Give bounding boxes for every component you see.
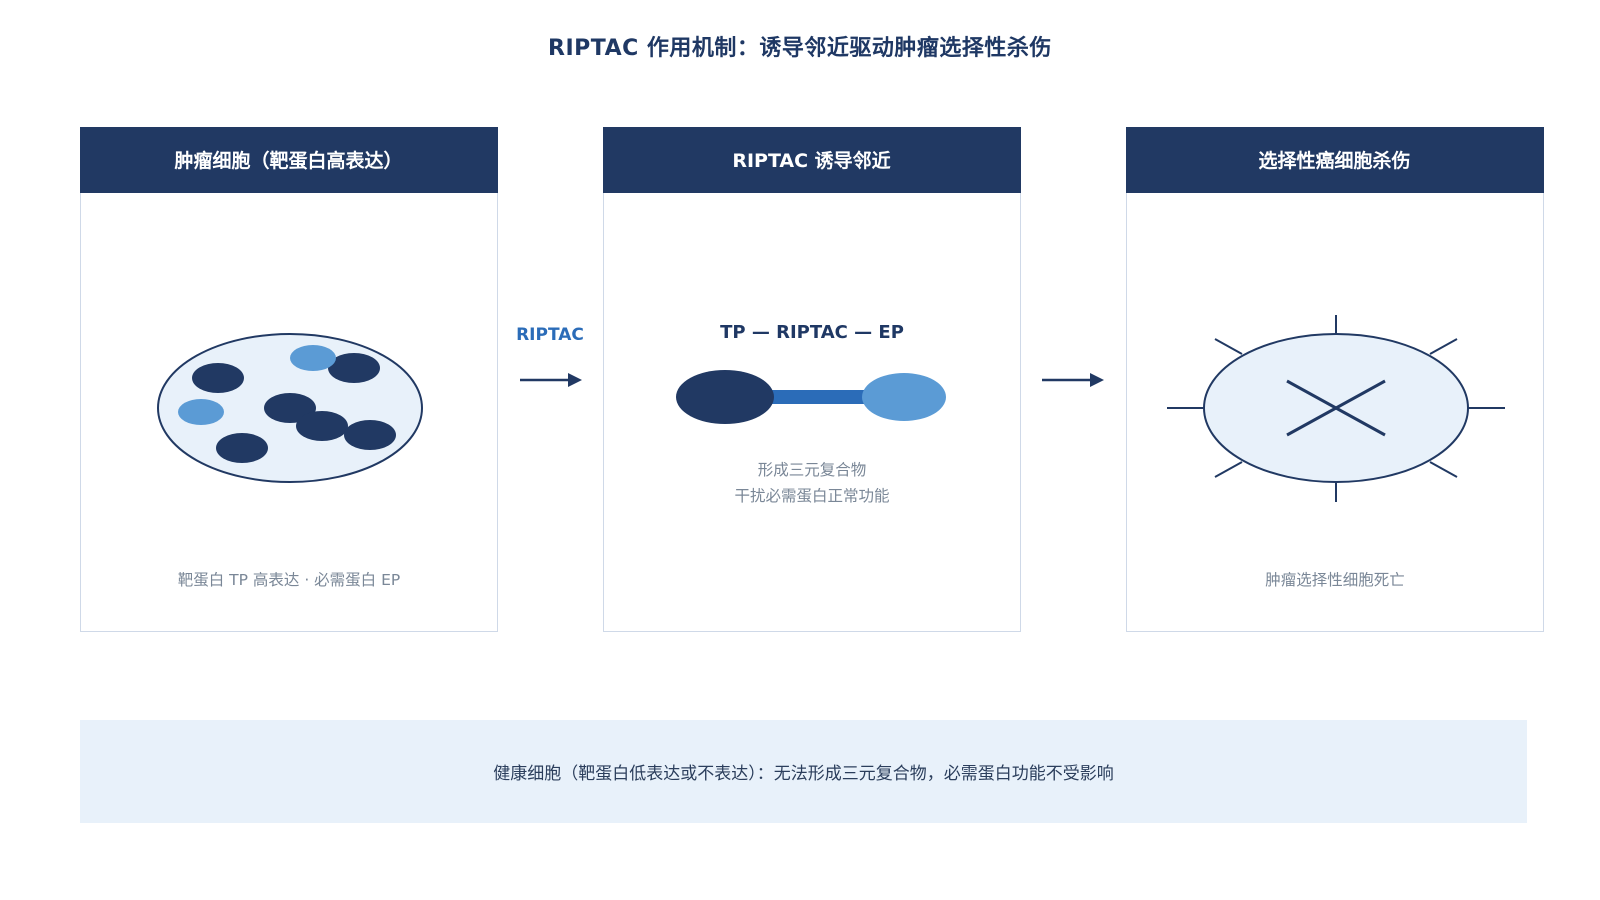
target-protein-tp [328, 353, 380, 383]
selective-killing-caption: 肿瘤选择性细胞死亡 [1265, 571, 1405, 589]
dying-cell-illustration [1167, 315, 1505, 502]
panel-riptac-proximity: RIPTAC 诱导邻近 TP — RIPTAC — EP 形成三元复合物 干扰必… [602, 126, 1021, 632]
panel-tumor-cell: 肿瘤细胞（靶蛋白高表达） 靶蛋白 TP 高表达 · 必需蛋白 EP [79, 126, 498, 632]
arrow-right-icon [1042, 373, 1104, 387]
healthy-cell-note-text: 健康细胞（靶蛋白低表达或不表达）：无法形成三元复合物，必需蛋白功能不受影响 [493, 764, 1114, 784]
tumor-cell-caption: 靶蛋白 TP 高表达 · 必需蛋白 EP [177, 571, 401, 589]
panel-header-riptac-proximity: RIPTAC 诱导邻近 [602, 126, 1021, 193]
target-protein-tp [296, 411, 348, 441]
target-protein-tp [344, 420, 396, 450]
target-protein-tp [676, 370, 774, 424]
tumor-cell-illustration [157, 333, 423, 483]
panel-selective-killing: 选择性癌细胞杀伤 肿瘤选择性细胞死亡 [1125, 126, 1544, 632]
ternary-complex-illustration [676, 370, 946, 424]
essential-protein-ep [178, 399, 224, 425]
target-protein-tp [216, 433, 268, 463]
riptac-arrow-label: RIPTAC [516, 325, 584, 345]
page-title: RIPTAC 作用机制：诱导邻近驱动肿瘤选择性杀伤 [548, 36, 1052, 61]
panel-header-selective-killing: 选择性癌细胞杀伤 [1125, 126, 1544, 193]
complex-caption-line-2: 干扰必需蛋白正常功能 [734, 487, 890, 505]
panel-header-tumor-cell: 肿瘤细胞（靶蛋白高表达） [79, 126, 498, 193]
target-protein-tp [192, 363, 244, 393]
burst-lines [1167, 315, 1505, 502]
riptac-linker [764, 390, 864, 404]
essential-protein-ep [862, 373, 946, 421]
target-protein-tp [264, 393, 316, 423]
ternary-complex-label: TP — RIPTAC — EP [720, 322, 904, 343]
healthy-cell-note: 健康细胞（靶蛋白低表达或不表达）：无法形成三元复合物，必需蛋白功能不受影响 [80, 720, 1527, 823]
cross-icon [1286, 379, 1386, 437]
complex-caption-line-1: 形成三元复合物 [757, 461, 867, 479]
essential-protein-ep [290, 345, 336, 371]
arrow-right-icon [520, 373, 582, 387]
